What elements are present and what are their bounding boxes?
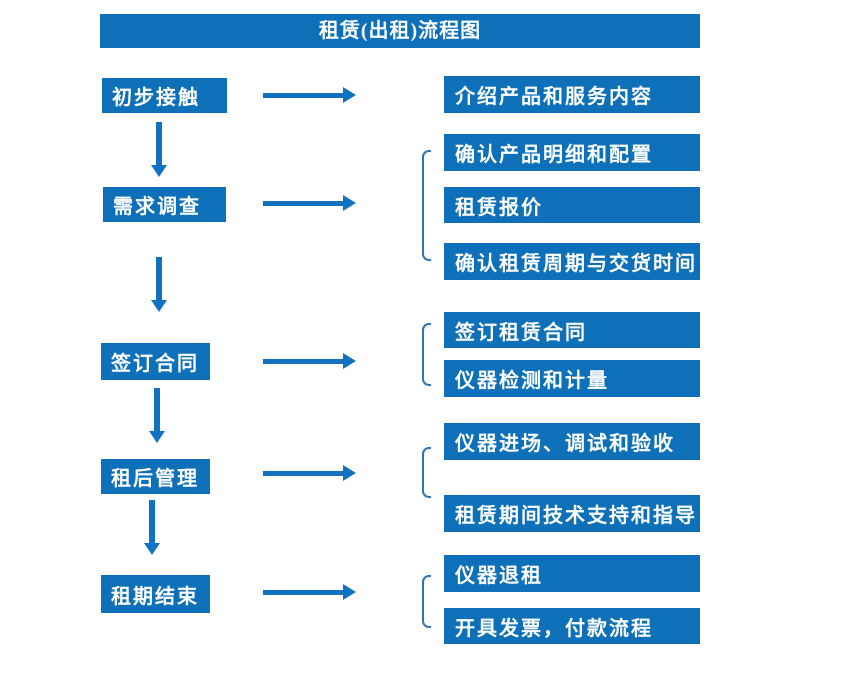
group-bracket-rental-end [422, 575, 431, 628]
step-box-sign-contract: 签订合同 [101, 343, 210, 380]
detail-box-introduce-products: 介绍产品和服务内容 [444, 76, 700, 113]
detail-box-instrument-setup-acceptance: 仪器进场、调试和验收 [444, 423, 700, 460]
group-bracket-sign-contract [422, 323, 431, 386]
step-box-demand-survey: 需求调查 [103, 187, 226, 222]
detail-box-instrument-return: 仪器退租 [444, 555, 700, 592]
flow-arrow-down-2 [151, 257, 167, 312]
step-box-post-rental-management: 租后管理 [101, 459, 210, 494]
group-bracket-demand-survey [422, 150, 431, 261]
detail-box-confirm-product-config: 确认产品明细和配置 [444, 134, 700, 171]
flow-arrow-down-1 [151, 122, 167, 177]
detail-box-sign-rental-contract: 签订租赁合同 [444, 312, 700, 348]
step-box-initial-contact: 初步接触 [102, 78, 227, 113]
flow-arrow-right-4 [263, 465, 356, 481]
detail-box-confirm-period-delivery: 确认租赁周期与交货时间 [444, 243, 700, 280]
detail-box-rental-quote: 租赁报价 [444, 187, 700, 223]
group-bracket-post-rental [422, 447, 431, 498]
flow-arrow-right-1 [263, 87, 356, 103]
flow-arrow-down-3 [149, 388, 165, 443]
flow-arrow-right-3 [263, 353, 356, 369]
flow-arrow-down-4 [144, 500, 160, 555]
flowchart-title: 租赁(出租)流程图 [100, 14, 700, 48]
detail-box-technical-support: 租赁期间技术支持和指导 [444, 495, 700, 532]
step-box-rental-end: 租期结束 [101, 575, 210, 613]
flow-arrow-right-2 [263, 195, 356, 211]
detail-box-invoice-payment: 开具发票，付款流程 [444, 608, 700, 644]
flow-arrow-right-5 [263, 584, 356, 600]
detail-box-instrument-testing: 仪器检测和计量 [444, 360, 700, 397]
